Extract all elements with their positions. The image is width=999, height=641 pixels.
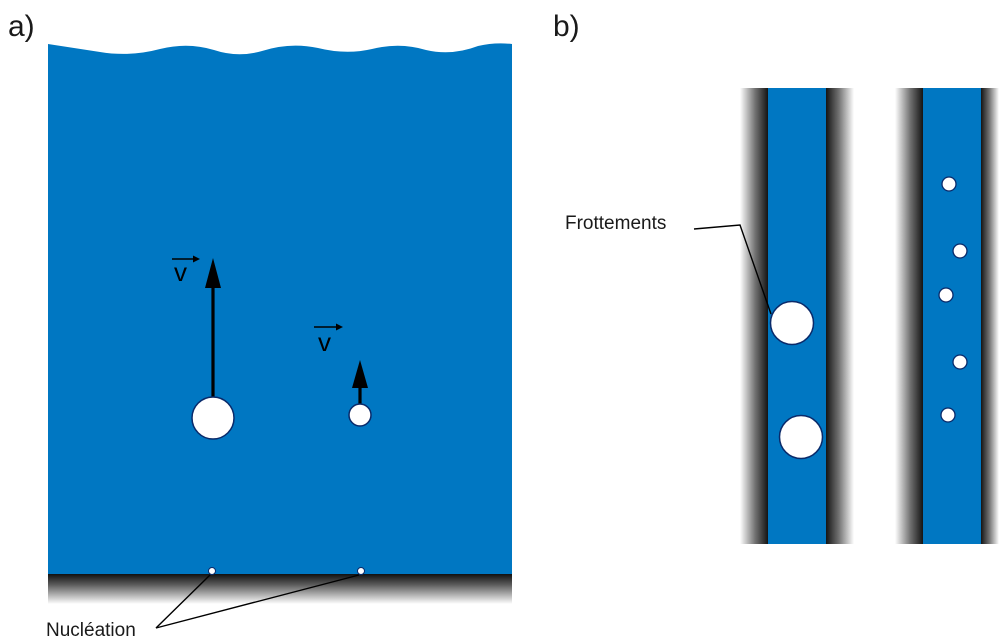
- nucleation-leader-left: [155, 574, 211, 629]
- tube-1-wall-right: [826, 88, 854, 544]
- tube-2-wall-right: [981, 88, 999, 544]
- tube-2-bubble-5: [940, 407, 956, 423]
- tube-2-bubble-4: [952, 354, 968, 370]
- tube-2-water: [923, 88, 981, 544]
- nucleation-leader-right: [155, 574, 360, 629]
- velocity-label-small: v: [318, 327, 331, 357]
- panel-b-label: b): [553, 10, 580, 43]
- vector-bar-large-tip: [193, 255, 200, 263]
- small-bubble: [348, 403, 372, 427]
- friction-label: Frottements: [565, 213, 666, 234]
- vector-bar-small-tip: [336, 323, 343, 331]
- velocity-arrow-small-head: [352, 360, 368, 388]
- tube-1-wall-left: [740, 88, 768, 544]
- panel-a-label: a): [8, 10, 35, 43]
- tube-2-wall-left: [895, 88, 923, 544]
- tube-2-bubble-2: [952, 243, 968, 259]
- nucleation-site-right: [357, 567, 365, 575]
- nucleation-site-left: [208, 567, 216, 575]
- friction-leader: [693, 224, 772, 315]
- tube-2-bubble-3: [938, 287, 954, 303]
- water-body: [48, 43, 512, 577]
- nucleation-label: Nucléation: [46, 620, 136, 641]
- heated-floor: [48, 574, 512, 604]
- velocity-arrow-large-head: [205, 258, 221, 288]
- large-bubble: [191, 396, 235, 440]
- tube-1-bubble-lower: [778, 414, 824, 460]
- tube-2-bubble-1: [941, 176, 957, 192]
- tube-1-bubble-upper: [769, 300, 815, 346]
- velocity-label-large: v: [174, 257, 187, 287]
